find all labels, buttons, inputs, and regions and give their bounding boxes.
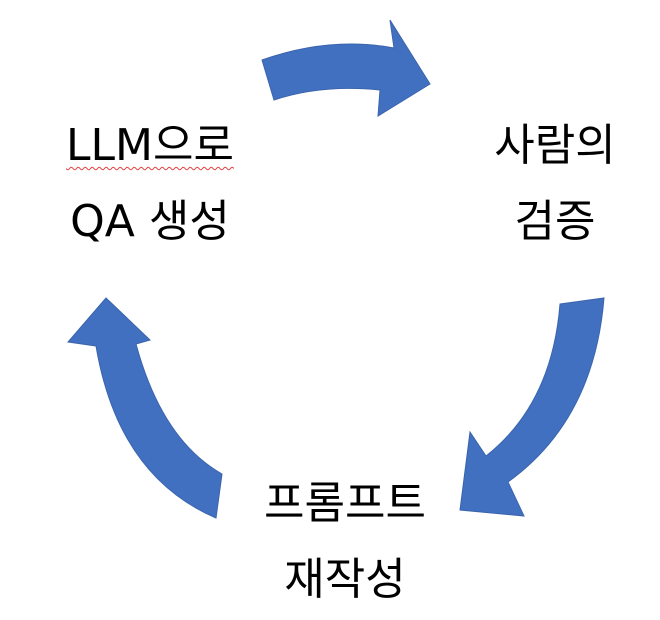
step-rewrite-prompt-label: 프롬프트 재작성 bbox=[230, 466, 460, 618]
step-generate-line-1: LLM으로 bbox=[66, 120, 234, 171]
step-verify-line-1: 사람의 bbox=[494, 120, 616, 171]
arrow-verify-to-rewrite-icon bbox=[459, 297, 605, 517]
step-rewrite-line-2: 재작성 bbox=[284, 554, 406, 605]
arrow-generate-to-verify-icon bbox=[261, 19, 431, 117]
step-rewrite-line-1: 프롬프트 bbox=[264, 478, 426, 529]
step-human-verify-label: 사람의 검증 bbox=[460, 108, 650, 260]
step-verify-line-2: 검증 bbox=[514, 196, 596, 247]
arrow-rewrite-to-generate-icon bbox=[67, 297, 223, 519]
step-generate-line-2: QA 생성 bbox=[70, 196, 230, 247]
step-generate-qa-label: LLM으로 QA 생성 bbox=[30, 108, 270, 260]
